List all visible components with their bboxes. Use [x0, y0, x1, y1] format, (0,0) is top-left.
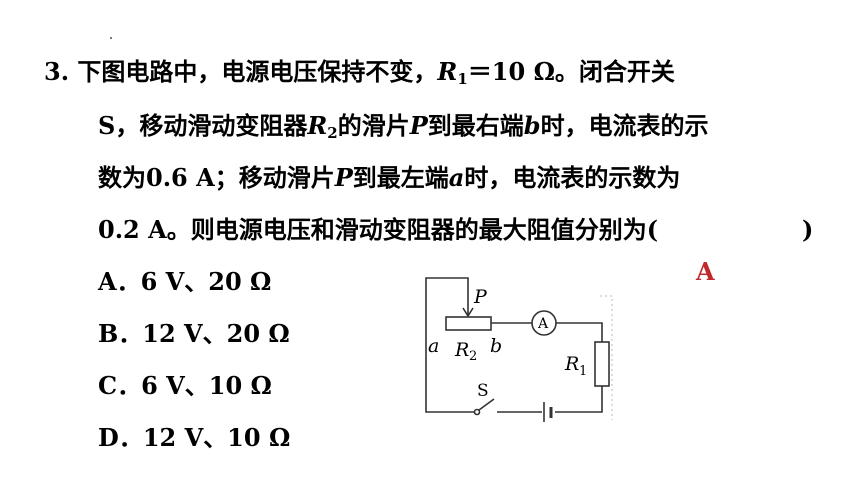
- label-b: b: [490, 335, 502, 357]
- label-r1: R: [564, 353, 579, 375]
- option-text: 12 V、20 Ω: [142, 319, 290, 348]
- option-a: A．6 V、20 Ω: [98, 270, 271, 294]
- option-label: C．: [98, 371, 142, 400]
- rheostat-r2: [445, 316, 492, 331]
- question-text: 0.2 A。则电源电压和滑动变阻器的最大阻值分别为(: [98, 215, 659, 244]
- r1-subscript: 1: [457, 70, 468, 88]
- option-d: D．12 V、10 Ω: [98, 426, 290, 450]
- end-b-symbol: b: [523, 111, 541, 140]
- label-r2: R: [454, 339, 469, 361]
- r1-symbol: R: [437, 57, 458, 86]
- slider-p-symbol: P: [334, 163, 353, 192]
- resistor-r1: [594, 341, 610, 387]
- close-paren: ): [802, 215, 814, 244]
- battery: [543, 402, 553, 422]
- label-p: P: [473, 286, 488, 308]
- question-text: 时，电流表的示数为: [464, 163, 681, 192]
- stray-dot: [110, 37, 112, 39]
- question-line-3: 数为0.6 A；移动滑片P到最左端a时，电流表的示数为: [98, 166, 680, 190]
- question-number: 3.: [44, 57, 70, 86]
- wire-right-top: [556, 322, 603, 342]
- switch-contact: [473, 408, 481, 416]
- question-text: S，移动滑动变阻器: [98, 111, 308, 140]
- slider-arrowhead: [462, 307, 474, 318]
- label-r2-sub: 2: [469, 349, 477, 364]
- wire-right-bottom: [555, 386, 603, 413]
- question-line-1: 3. 下图电路中，电源电压保持不变，R1＝10 Ω。闭合开关: [44, 60, 675, 87]
- question-text: 到最右端: [427, 111, 524, 140]
- option-label: D．: [98, 423, 143, 452]
- r2-symbol: R: [307, 111, 328, 140]
- option-label: A．: [98, 267, 141, 296]
- option-c: C．6 V、10 Ω: [98, 374, 272, 398]
- question-line-2: S，移动滑动变阻器R2的滑片P到最右端b时，电流表的示: [98, 114, 709, 141]
- label-r1-sub: 1: [579, 364, 587, 379]
- ammeter-label: A: [537, 316, 549, 332]
- option-b: B．12 V、20 Ω: [98, 322, 290, 346]
- scan-border: [600, 295, 613, 420]
- question-text: 的滑片: [337, 111, 410, 140]
- option-text: 6 V、20 Ω: [140, 267, 272, 296]
- switch-blade: [478, 398, 495, 411]
- question-text: ＝10 Ω。闭合开关: [467, 57, 675, 86]
- r2-subscript: 2: [327, 124, 338, 142]
- question-text: 下图电路中，电源电压保持不变，: [77, 57, 438, 86]
- option-text: 6 V、10 Ω: [141, 371, 272, 400]
- end-a-symbol: a: [448, 163, 465, 192]
- slider-p-symbol: P: [409, 111, 428, 140]
- label-a: a: [428, 335, 439, 357]
- option-text: 12 V、10 Ω: [142, 423, 291, 452]
- option-label: B．: [98, 319, 143, 348]
- question-text: 数为0.6 A；移动滑片: [98, 163, 335, 192]
- answer-mark: A: [696, 257, 715, 286]
- label-s: S: [477, 381, 489, 401]
- question-line-4: 0.2 A。则电源电压和滑动变阻器的最大阻值分别为(: [98, 218, 658, 242]
- wire-left: [425, 277, 474, 413]
- question-text: 时，电流表的示: [540, 111, 709, 140]
- question-text: 到最左端: [352, 163, 449, 192]
